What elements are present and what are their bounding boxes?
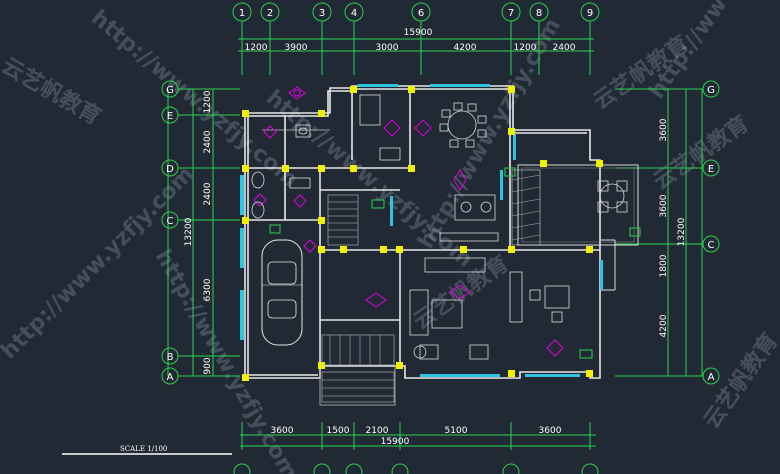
- svg-text:3: 3: [319, 8, 325, 19]
- lighting-symbols: [253, 86, 564, 357]
- floor-plan: [240, 84, 641, 406]
- left-dimension-chain: 1200 2400 2400 13200 6300 900: [184, 89, 214, 376]
- svg-text:C: C: [708, 240, 715, 251]
- axis-bubble-top-6: 6: [411, 2, 431, 75]
- left-dim-total: 13200: [184, 217, 194, 246]
- left-dim-1: 1200: [203, 90, 213, 113]
- svg-text:C: C: [167, 216, 174, 227]
- right-dim-1: 3600: [659, 118, 669, 141]
- right-dim-3: 1800: [659, 254, 669, 277]
- bottom-dimension-chain: 3600 1500 2100 5100 3600 15900: [233, 422, 599, 474]
- axis-bubble-top-7: 7: [501, 2, 521, 75]
- left-dim-3: 2400: [203, 182, 213, 205]
- left-dim-2: 2400: [203, 130, 213, 153]
- axis-bubble-top-8: 8: [529, 2, 549, 75]
- left-dim-5: 900: [203, 357, 213, 374]
- axis-bubble-top-1: 1: [232, 2, 252, 75]
- axis-bubble-right-A: A: [615, 367, 720, 385]
- axis-bubble-top-3: 3: [312, 2, 332, 75]
- green-fixtures: [269, 167, 641, 359]
- family-sofa: [439, 194, 499, 242]
- left-axis-bubbles: G E D C B A: [161, 80, 240, 385]
- scale-label: SCALE 1/100: [62, 445, 232, 455]
- svg-text:4: 4: [351, 8, 357, 19]
- bottom-dim-3: 2100: [366, 426, 389, 436]
- left-dim-4: 6300: [203, 278, 213, 301]
- ramp-hatch: [511, 169, 541, 246]
- axis-bubble-left-G: G: [161, 80, 240, 98]
- top-dimension-chain: 15900 1200 3900 3000 4200 1200 2400: [238, 28, 594, 53]
- svg-text:7: 7: [508, 8, 514, 19]
- svg-text:G: G: [707, 85, 715, 96]
- structural-columns: [242, 86, 603, 381]
- top-dim-1: 1200: [245, 43, 268, 53]
- svg-text:2: 2: [267, 8, 273, 19]
- right-dim-total: 13200: [677, 217, 687, 246]
- watermark-brand-1: 云艺帆教育: [0, 53, 105, 131]
- right-dim-4: 4200: [659, 314, 669, 337]
- top-dim-4: 4200: [454, 43, 477, 53]
- svg-text:G: G: [166, 85, 174, 96]
- garage-car: [261, 239, 303, 346]
- terrace: [517, 164, 639, 291]
- top-dim-5: 1200: [514, 43, 537, 53]
- living-sofa-set: [409, 257, 570, 360]
- axis-bubble-left-E: E: [161, 106, 240, 124]
- axis-bubble-left-B: B: [161, 347, 240, 365]
- svg-text:A: A: [167, 372, 174, 383]
- svg-text:A: A: [708, 372, 715, 383]
- terrace-table: [597, 180, 628, 213]
- axis-bubble-left-C: C: [161, 211, 240, 229]
- stairs: [321, 194, 395, 403]
- axis-bubble-left-D: D: [161, 159, 240, 177]
- right-dimension-chain: 3600 3600 13200 1800 4200: [659, 89, 687, 376]
- bottom-dim-2: 1500: [327, 426, 350, 436]
- dining-table: [439, 102, 487, 148]
- glazing: [240, 84, 603, 377]
- right-axis-bubbles: G E C A: [615, 80, 720, 385]
- bottom-dim-4: 5100: [445, 426, 468, 436]
- svg-text:E: E: [167, 111, 173, 122]
- bottom-dim-1: 3600: [271, 426, 294, 436]
- top-dim-3: 3000: [376, 43, 399, 53]
- svg-text:B: B: [167, 352, 174, 363]
- bottom-dim-5: 3600: [539, 426, 562, 436]
- axis-bubble-top-4: 4: [344, 2, 364, 75]
- axis-bubble-right-C: C: [615, 235, 720, 253]
- axis-bubble-left-A: A: [161, 367, 240, 385]
- axis-bubble-top-9: 9: [580, 2, 600, 75]
- scale-text: SCALE 1/100: [120, 445, 167, 453]
- bathroom-fixtures: [251, 94, 401, 219]
- axis-bubble-right-G: G: [615, 80, 720, 98]
- top-dim-6: 2400: [553, 43, 576, 53]
- svg-text:E: E: [708, 164, 714, 175]
- svg-text:1: 1: [239, 8, 245, 19]
- right-dim-2: 3600: [659, 194, 669, 217]
- svg-text:8: 8: [536, 8, 542, 19]
- svg-text:9: 9: [587, 8, 593, 19]
- top-axis-bubbles: 1 2 3 4 6 7 8 9: [232, 2, 600, 75]
- svg-text:6: 6: [418, 8, 424, 19]
- top-total-dim: 15900: [404, 28, 433, 38]
- top-dim-2: 3900: [285, 43, 308, 53]
- bottom-total-dim: 15900: [381, 437, 410, 447]
- svg-text:D: D: [166, 164, 174, 175]
- axis-bubble-top-2: 2: [260, 2, 280, 75]
